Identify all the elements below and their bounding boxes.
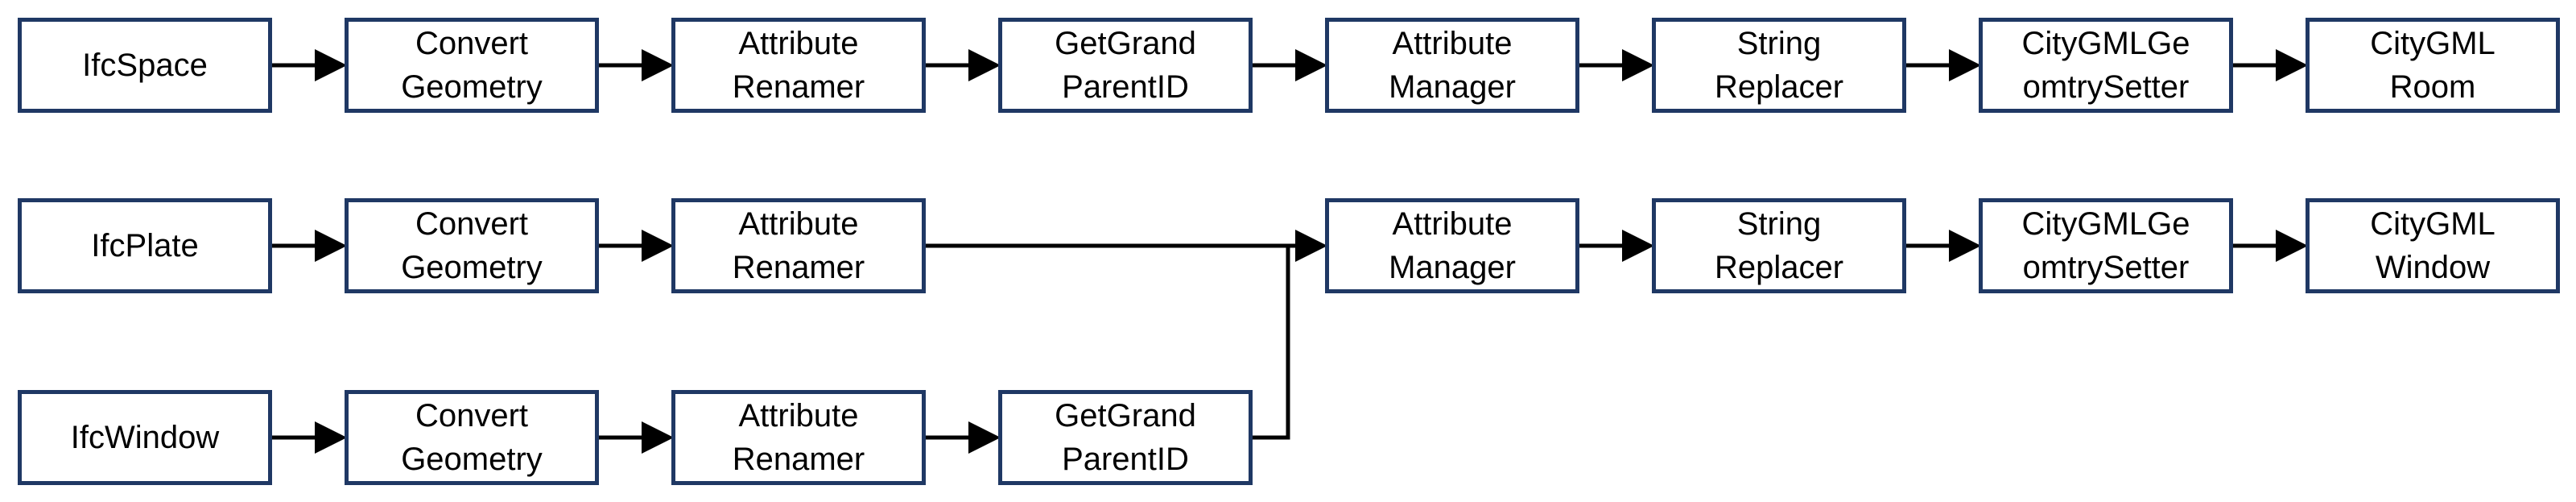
- attribute-renamer-node-3: Attribute Renamer: [671, 390, 926, 485]
- attribute-manager-label-1: Attribute Manager: [1389, 26, 1516, 105]
- string-replacer-label-1: String Replacer: [1714, 26, 1844, 105]
- citygml-geometry-setter-label-1: CityGMLGe omtrySetter: [2021, 26, 2190, 105]
- ifcplate-label: IfcPlate: [91, 228, 199, 263]
- ifcspace-node: IfcSpace: [18, 18, 272, 113]
- attribute-renamer-node-1: Attribute Renamer: [671, 18, 926, 113]
- convert-geometry-node-1: Convert Geometry: [345, 18, 599, 113]
- ifcwindow-label: IfcWindow: [70, 420, 220, 455]
- ifcplate-node: IfcPlate: [18, 198, 272, 293]
- citygml-window-label: CityGML Window: [2370, 206, 2496, 285]
- convert-geometry-node-3: Convert Geometry: [345, 390, 599, 485]
- convert-geometry-label-1: Convert Geometry: [401, 26, 543, 105]
- get-grand-parent-id-node-1: GetGrand ParentID: [998, 18, 1253, 113]
- attribute-manager-label-2: Attribute Manager: [1389, 206, 1516, 285]
- citygml-room-node: CityGML Room: [2306, 18, 2560, 113]
- get-grand-parent-id-node-3: GetGrand ParentID: [998, 390, 1253, 485]
- citygml-room-label: CityGML Room: [2370, 26, 2496, 105]
- attribute-manager-node-1: Attribute Manager: [1325, 18, 1579, 113]
- attribute-renamer-label-3: Attribute Renamer: [732, 398, 865, 477]
- convert-geometry-label-2: Convert Geometry: [401, 206, 543, 285]
- convert-geometry-node-2: Convert Geometry: [345, 198, 599, 293]
- citygml-geometry-setter-label-2: CityGMLGe omtrySetter: [2021, 206, 2190, 285]
- attribute-renamer-label-1: Attribute Renamer: [732, 26, 865, 105]
- string-replacer-label-2: String Replacer: [1714, 206, 1844, 285]
- attribute-renamer-label-2: Attribute Renamer: [732, 206, 865, 285]
- convert-geometry-label-3: Convert Geometry: [401, 398, 543, 477]
- get-grand-parent-id-label-1: GetGrand ParentID: [1055, 26, 1196, 105]
- attribute-renamer-node-2: Attribute Renamer: [671, 198, 926, 293]
- citygml-geometry-setter-node-2: CityGMLGe omtrySetter: [1979, 198, 2233, 293]
- connector-row3-to-row2: [1253, 246, 1290, 440]
- ifcwindow-node: IfcWindow: [18, 390, 272, 485]
- string-replacer-node-1: String Replacer: [1652, 18, 1906, 113]
- ifcspace-label: IfcSpace: [82, 48, 208, 83]
- attribute-manager-node-2: Attribute Manager: [1325, 198, 1579, 293]
- string-replacer-node-2: String Replacer: [1652, 198, 1906, 293]
- citygml-geometry-setter-node-1: CityGMLGe omtrySetter: [1979, 18, 2233, 113]
- citygml-window-node: CityGML Window: [2306, 198, 2560, 293]
- get-grand-parent-id-label-3: GetGrand ParentID: [1055, 398, 1196, 477]
